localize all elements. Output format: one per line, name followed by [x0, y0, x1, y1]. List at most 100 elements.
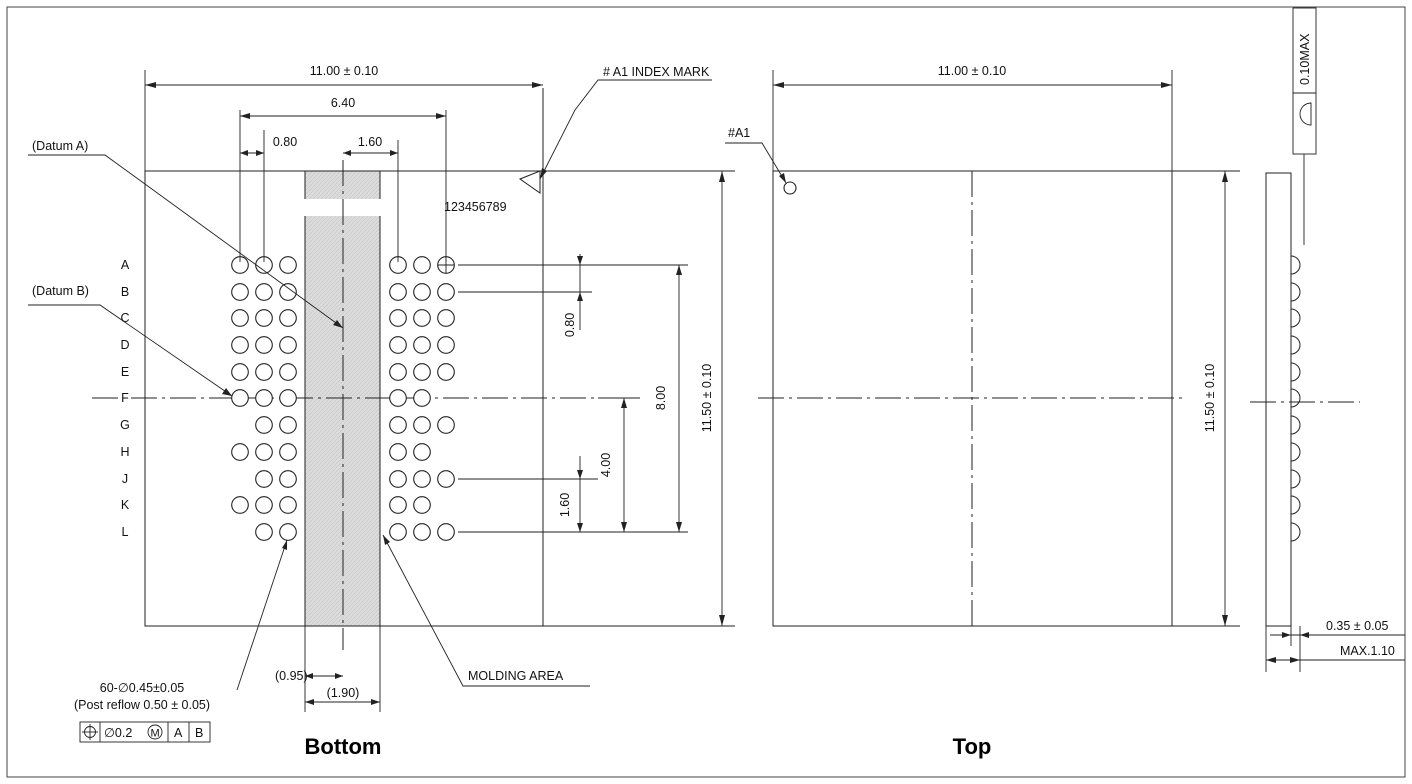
row-letter: A	[121, 258, 130, 272]
solder-ball	[231, 336, 249, 354]
solder-ball	[255, 496, 273, 514]
solder-ball	[255, 363, 273, 381]
a1-index-mark-triangle	[518, 170, 541, 194]
side-ball-bump	[1290, 282, 1301, 302]
ball-span-dim: 6.40	[331, 96, 355, 110]
solder-ball	[255, 416, 273, 434]
solder-ball	[231, 443, 249, 461]
solder-ball	[389, 389, 407, 407]
side-ball-bump	[1290, 415, 1301, 435]
top-width-dim: 11.00 ± 0.10	[938, 64, 1007, 78]
row-letter: J	[122, 472, 128, 486]
solder-ball	[279, 256, 297, 274]
top-view-title: Top	[953, 734, 992, 759]
solder-ball	[437, 336, 455, 354]
solder-ball	[255, 309, 273, 327]
mmc-modifier-symbol	[147, 724, 163, 740]
svg-text:M: M	[151, 728, 160, 740]
datum-a-label: (Datum A)	[32, 139, 88, 153]
row-letter: C	[120, 311, 129, 325]
solder-ball	[279, 336, 297, 354]
solder-ball	[255, 389, 273, 407]
bottom-view-title: Bottom	[305, 734, 382, 759]
solder-ball	[437, 416, 455, 434]
solder-ball	[279, 443, 297, 461]
solder-ball	[255, 336, 273, 354]
solder-ball	[279, 523, 297, 541]
solder-ball	[413, 283, 431, 301]
molding-area-label: MOLDING AREA	[468, 669, 564, 683]
top-height-dim: 11.50 ± 0.10	[1203, 364, 1217, 433]
solder-ball	[231, 389, 249, 407]
rows-span-dim: 8.00	[654, 386, 668, 410]
side-ball-bump	[1290, 388, 1301, 408]
solder-ball	[231, 309, 249, 327]
solder-ball	[231, 496, 249, 514]
side-ball-bump	[1290, 469, 1301, 489]
row-letter: G	[120, 418, 130, 432]
solder-ball	[389, 363, 407, 381]
solder-ball	[413, 309, 431, 327]
solder-ball	[437, 363, 455, 381]
position-tolerance-frame: ∅0.2 M A B	[79, 721, 211, 743]
bottom-width-dim: 11.00 ± 0.10	[310, 64, 379, 78]
solder-ball	[389, 309, 407, 327]
side-package-body	[1265, 172, 1292, 627]
solder-ball	[413, 363, 431, 381]
row-letter: D	[120, 338, 129, 352]
side-ball-bump	[1290, 335, 1301, 355]
solder-ball	[413, 523, 431, 541]
solder-ball	[389, 496, 407, 514]
solder-ball	[413, 389, 431, 407]
solder-ball	[279, 309, 297, 327]
bottom-height-dim: 11.50 ± 0.10	[700, 364, 714, 433]
solder-ball	[279, 416, 297, 434]
drawing-frame	[6, 6, 1406, 778]
center-gap-dim: 1.60	[358, 135, 382, 149]
solder-ball	[231, 363, 249, 381]
solder-ball-array	[231, 256, 455, 541]
solder-ball	[437, 470, 455, 488]
solder-ball	[413, 416, 431, 434]
solder-ball	[437, 523, 455, 541]
solder-ball	[255, 283, 273, 301]
side-view: 0.10MAX 0.35 ± 0.05 MAX.1.10	[1250, 7, 1405, 672]
solder-ball	[279, 389, 297, 407]
half-span-dim: 4.00	[599, 453, 613, 477]
solder-ball	[389, 283, 407, 301]
datum-b-label: (Datum B)	[32, 284, 89, 298]
lower-row-gap-dim: 1.60	[558, 493, 572, 517]
max-height-dim: MAX.1.10	[1340, 644, 1395, 658]
row-letter: F	[121, 391, 129, 405]
mold-half-width-dim: (0.95)	[275, 669, 308, 683]
ball-height-dim: 0.35 ± 0.05	[1326, 619, 1389, 633]
side-ball-bump	[1290, 442, 1301, 462]
solder-ball	[413, 470, 431, 488]
coplanarity-dim: 0.10MAX	[1298, 33, 1312, 85]
row-letter: H	[120, 445, 129, 459]
a1-corner-marker	[783, 181, 797, 195]
side-ball-bump	[1290, 495, 1301, 515]
solder-ball	[389, 523, 407, 541]
solder-ball	[389, 443, 407, 461]
side-ball-bump	[1290, 255, 1301, 275]
tolerance-datum-b: B	[195, 726, 203, 740]
row-letter: B	[121, 285, 129, 299]
solder-ball	[255, 523, 273, 541]
solder-ball	[279, 496, 297, 514]
ball-spec-line1: 60-∅0.45±0.05	[100, 681, 185, 695]
solder-ball	[279, 363, 297, 381]
a1-index-mark-label: # A1 INDEX MARK	[603, 65, 710, 79]
top-a1-label: #A1	[728, 126, 750, 140]
side-ball-bump	[1290, 362, 1301, 382]
ball-spec-line2: (Post reflow 0.50 ± 0.05)	[74, 698, 210, 712]
solder-ball	[389, 336, 407, 354]
solder-ball	[413, 336, 431, 354]
row-letter: E	[121, 365, 129, 379]
row-letter: L	[122, 525, 129, 539]
side-ball-bump	[1290, 308, 1301, 328]
solder-ball	[413, 443, 431, 461]
